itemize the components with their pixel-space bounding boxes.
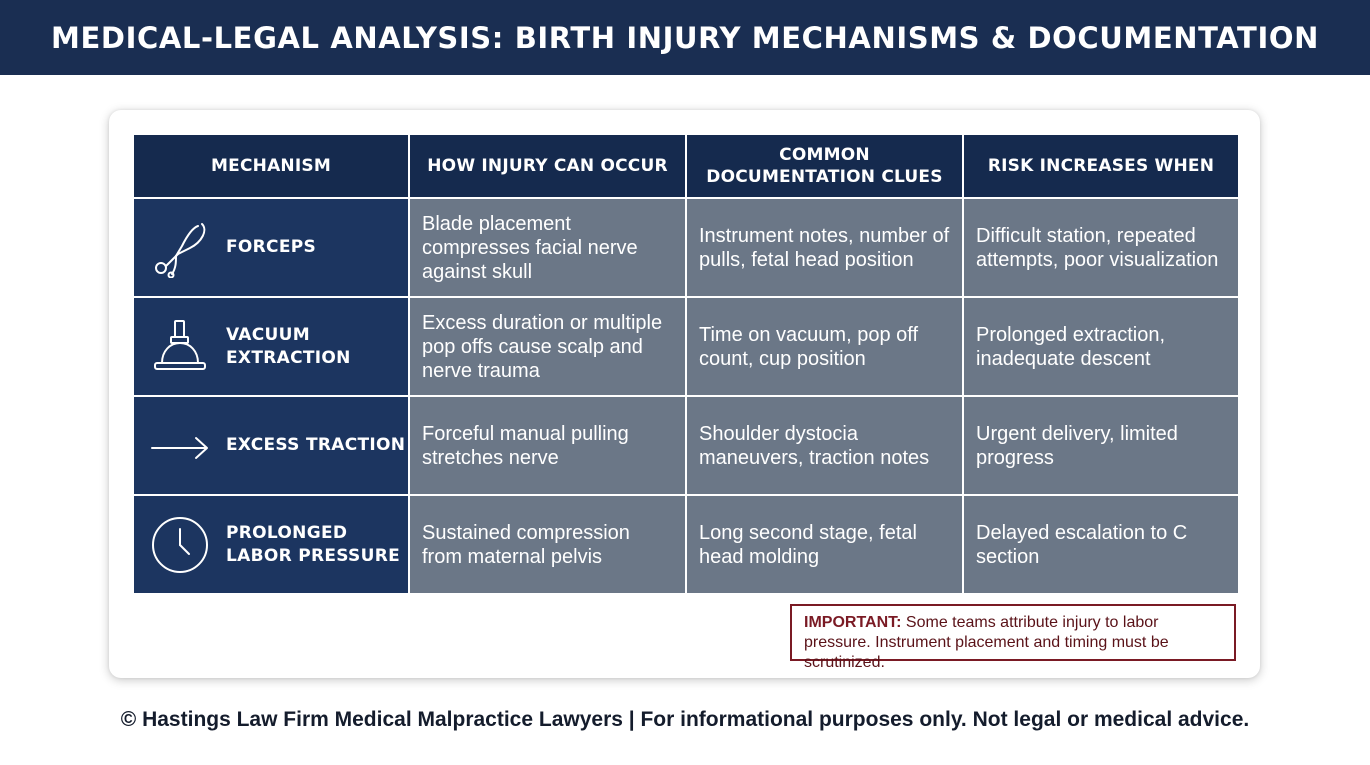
- documentation-clues-cell: Shoulder dystocia maneuvers, traction no…: [687, 397, 962, 494]
- mechanism-cell-excess-traction: EXCESS TRACTION: [134, 397, 408, 494]
- footer-disclaimer: © Hastings Law Firm Medical Malpractice …: [120, 708, 1250, 731]
- important-note: IMPORTANT: Some teams attribute injury t…: [790, 604, 1236, 671]
- risk-cell: Urgent delivery, limited progress: [964, 397, 1238, 494]
- how-injury-cell: Sustained compression from maternal pelv…: [410, 496, 685, 593]
- risk-cell: Delayed escalation to C section: [964, 496, 1238, 593]
- vacuum-cup-icon: [150, 317, 210, 377]
- header-bar: MEDICAL-LEGAL ANALYSIS: BIRTH INJURY MEC…: [0, 0, 1370, 75]
- page-title: MEDICAL-LEGAL ANALYSIS: BIRTH INJURY MEC…: [51, 20, 1319, 55]
- how-injury-cell: Forceful manual pulling stretches nerve: [410, 397, 685, 494]
- documentation-clues-cell: Instrument notes, number of pulls, fetal…: [687, 199, 962, 296]
- arrow-right-icon: [150, 416, 210, 476]
- mechanism-label: FORCEPS: [226, 237, 317, 257]
- column-header-mechanism: MECHANISM: [134, 135, 408, 197]
- important-label: IMPORTANT:: [804, 614, 902, 631]
- documentation-clues-cell: Long second stage, fetal head molding: [687, 496, 962, 593]
- column-header-documentation-clues: COMMON DOCUMENTATION CLUES: [687, 135, 962, 197]
- mechanism-cell-forceps: FORCEPS: [134, 199, 408, 296]
- mechanism-cell-prolonged-labor-pressure: PROLONGED LABOR PRESSURE: [134, 496, 408, 593]
- mechanism-label: VACUUM EXTRACTION: [226, 324, 351, 368]
- risk-cell: Prolonged extraction, inadequate descent: [964, 298, 1238, 395]
- mechanism-cell-vacuum-extraction: VACUUM EXTRACTION: [134, 298, 408, 395]
- mechanism-table: MECHANISM HOW INJURY CAN OCCUR COMMON DO…: [134, 135, 1238, 593]
- mechanism-label: PROLONGED LABOR PRESSURE: [226, 522, 401, 566]
- column-header-how-injury: HOW INJURY CAN OCCUR: [410, 135, 685, 197]
- mechanism-label: EXCESS TRACTION: [226, 435, 406, 455]
- documentation-clues-cell: Time on vacuum, pop off count, cup posit…: [687, 298, 962, 395]
- how-injury-cell: Excess duration or multiple pop offs cau…: [410, 298, 685, 395]
- important-text: Some teams attribute injury to labor pre…: [804, 614, 1169, 671]
- forceps-icon: [150, 218, 210, 278]
- clock-icon: [150, 515, 210, 575]
- column-header-risk: RISK INCREASES WHEN: [964, 135, 1238, 197]
- risk-cell: Difficult station, repeated attempts, po…: [964, 199, 1238, 296]
- how-injury-cell: Blade placement compresses facial nerve …: [410, 199, 685, 296]
